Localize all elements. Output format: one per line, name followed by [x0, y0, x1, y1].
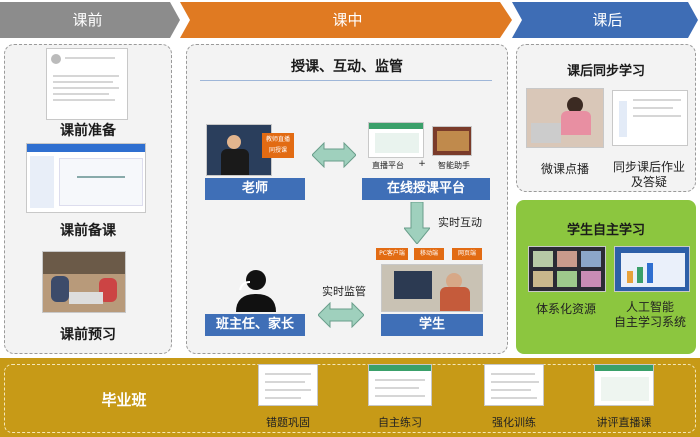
- student-tag-mobile: 移动端: [414, 248, 444, 260]
- platform-item-plus: +: [418, 159, 426, 169]
- student-tag-web: 网页端: [452, 248, 482, 260]
- phase-during-arrow: [180, 2, 512, 38]
- platform-label: 在线授课平台: [362, 178, 490, 200]
- sync-item-homework: 同步课后作业 及答疑: [612, 160, 685, 189]
- graduating-bar: [0, 358, 700, 437]
- platform-item-live: 直播平台: [372, 161, 404, 170]
- resource-screenshot: [528, 246, 606, 292]
- bottom-item-mistakes: 错题巩固: [266, 416, 310, 429]
- before-item-preview: 课前预习: [60, 327, 116, 343]
- person-icon: [236, 270, 276, 312]
- phase-before-label: 课前: [72, 11, 103, 29]
- double-arrow-icon: [312, 142, 356, 168]
- self-item-resource: 体系化资源: [535, 302, 596, 316]
- bottom-item-training: 强化训练: [492, 416, 536, 429]
- ai-system-screenshot: [614, 246, 690, 292]
- student-photo: [381, 264, 483, 312]
- realtime-interaction: 实时互动: [438, 216, 482, 229]
- bottom-item-review-live: 讲评直播课: [596, 416, 652, 429]
- phase-after-label: 课后: [592, 11, 623, 29]
- before-item-prepare: 课前准备: [60, 123, 116, 139]
- review-live-screenshot: [594, 364, 654, 406]
- self-title: 学生自主学习: [566, 223, 645, 238]
- graduating-title: 毕业班: [101, 391, 147, 409]
- phase-during-label: 课中: [332, 11, 363, 29]
- platform-item-assistant: 智能助手: [438, 161, 470, 170]
- live-platform-screenshot: [368, 122, 424, 158]
- graduating-inner: [4, 364, 696, 433]
- phase-after-arrow: [512, 2, 698, 38]
- before-item-plan: 课前备课: [60, 223, 116, 239]
- teacher-label: 老师: [205, 178, 305, 200]
- homework-screenshot: [612, 90, 688, 146]
- double-arrow-icon: [318, 302, 364, 328]
- student-tag-pc: PC客户端: [376, 248, 408, 260]
- student-label: 学生: [381, 314, 483, 336]
- down-arrow-icon: [404, 202, 430, 244]
- bottom-item-practice: 自主练习: [378, 416, 422, 429]
- title-divider: [200, 80, 492, 81]
- practice-screenshot: [368, 364, 432, 406]
- training-screenshot: [484, 364, 544, 406]
- teacher-tag: 教师直播 同授课: [262, 133, 294, 158]
- phase-before-arrow: [0, 2, 180, 38]
- micro-lesson-photo: [526, 88, 604, 148]
- assistant-screenshot: [432, 126, 472, 156]
- preview-photo: [42, 251, 126, 313]
- phase-header: [0, 2, 698, 38]
- sync-title: 课后同步学习: [566, 64, 645, 79]
- teacher-photo: [206, 124, 272, 176]
- prep-screenshot: [46, 48, 128, 120]
- during-title: 授课、互动、监管: [291, 59, 403, 75]
- guardian-label: 班主任、家长: [205, 314, 305, 336]
- self-item-ai: 人工智能 自主学习系统: [613, 300, 686, 329]
- sync-item-micro: 微课点播: [540, 162, 589, 176]
- mistake-screenshot: [258, 364, 318, 406]
- plan-screenshot: [26, 143, 146, 213]
- realtime-supervision: 实时监管: [322, 285, 366, 298]
